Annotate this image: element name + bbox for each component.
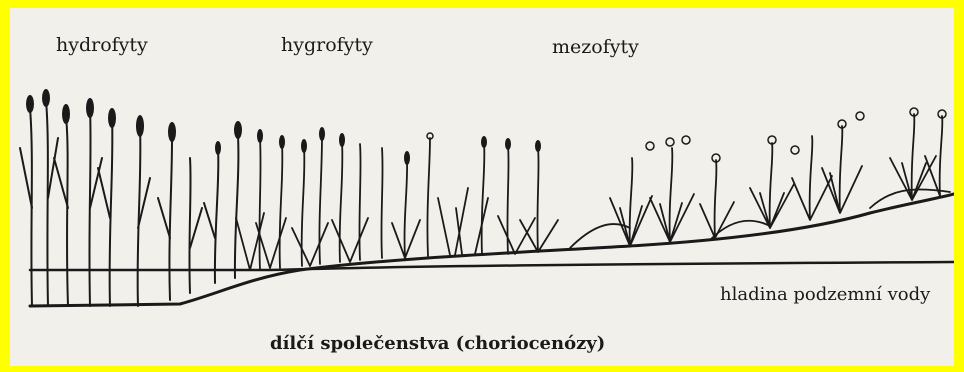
hydrophyte-reeds xyxy=(20,100,238,306)
hydrophytes-label: hydrofyty xyxy=(56,34,148,56)
mesophytes-label: mezofyty xyxy=(552,36,639,58)
groundwater-level-label: hladina podzemní vody xyxy=(720,284,930,305)
hygrophyte-plants xyxy=(236,136,558,270)
mesophyte-plants xyxy=(570,114,950,248)
figure-canvas: hydrofyty hygrofyty mezofyty hladina pod… xyxy=(10,8,954,366)
hygrophytes-label: hygrofyty xyxy=(281,34,373,56)
figure-caption: dílčí společenstva (choriocenózy) xyxy=(270,333,605,354)
mesophyte-heads xyxy=(646,108,946,162)
reed-plumes xyxy=(26,89,242,155)
vegetation-profile-drawing xyxy=(10,8,954,366)
hygrophyte-heads xyxy=(257,127,541,165)
